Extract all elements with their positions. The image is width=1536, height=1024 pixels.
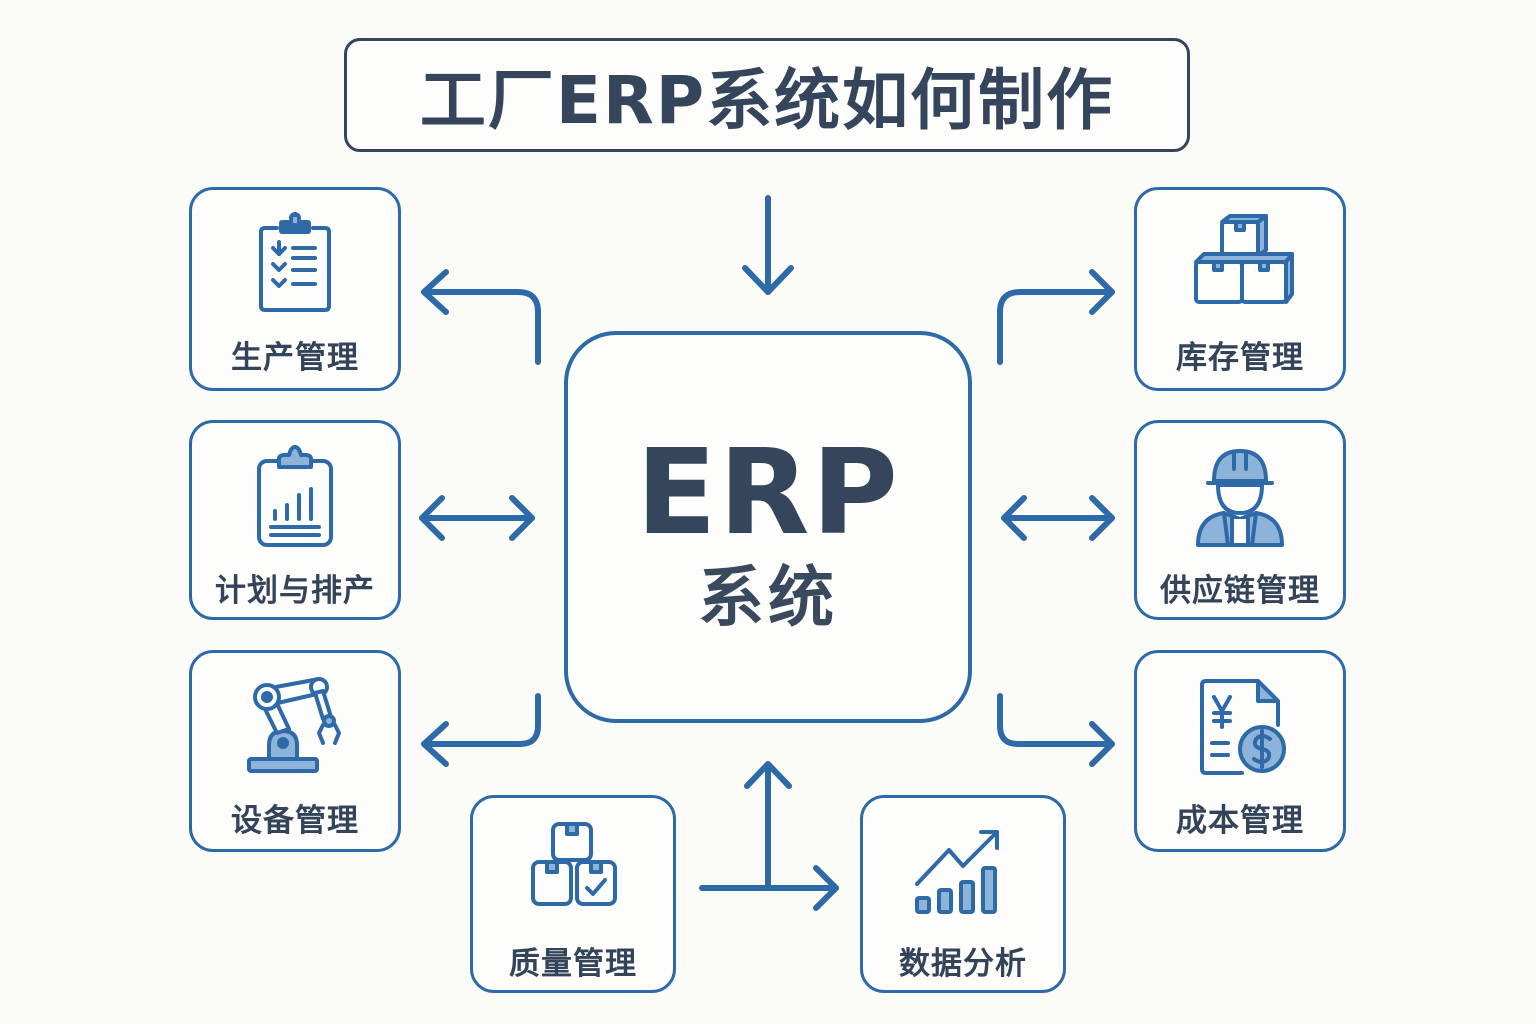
arrow-to-cost (997, 693, 1115, 767)
page-title: 工厂ERP系统如何制作 (419, 62, 1115, 139)
stacked-boxes-icon (1194, 214, 1294, 304)
arrow-to-production (421, 269, 541, 365)
module-label: 成本管理 (1176, 803, 1304, 839)
module-production[interactable]: 生产管理 (189, 187, 401, 391)
worker-hardhat-icon (1196, 449, 1284, 547)
arrow-to-inventory (997, 269, 1115, 365)
invoice-dollar-icon (1200, 679, 1286, 775)
module-inventory[interactable]: 库存管理 (1134, 187, 1346, 391)
arrow-supply-chain-bidirectional (1001, 495, 1115, 541)
module-label: 计划与排产 (215, 573, 375, 609)
erp-label: ERP (636, 423, 900, 561)
arrow-quality-analytics-to-erp (699, 761, 839, 911)
erp-sub-label: 系统 (698, 559, 838, 636)
module-label: 供应链管理 (1160, 573, 1320, 609)
module-planning[interactable]: 计划与排产 (189, 420, 401, 620)
module-quality[interactable]: 质量管理 (470, 795, 676, 993)
module-label: 数据分析 (899, 946, 1027, 982)
module-label: 生产管理 (231, 340, 359, 376)
arrow-planning-bidirectional (419, 495, 535, 541)
module-label: 库存管理 (1176, 340, 1304, 376)
arrow-title-to-erp (742, 195, 794, 295)
arrow-to-equipment (421, 693, 541, 767)
module-label: 设备管理 (231, 803, 359, 839)
module-analytics[interactable]: 数据分析 (860, 795, 1066, 993)
module-supply-chain[interactable]: 供应链管理 (1134, 420, 1346, 620)
module-label: 质量管理 (509, 946, 637, 982)
module-equipment[interactable]: 设备管理 (189, 650, 401, 852)
erp-center-node[interactable]: ERP 系统 (564, 331, 972, 723)
robot-arm-icon (247, 677, 341, 773)
growth-chart-icon (915, 830, 999, 914)
title-box: 工厂ERP系统如何制作 (344, 38, 1190, 152)
module-cost[interactable]: 成本管理 (1134, 650, 1346, 852)
clipboard-chart-icon (257, 445, 333, 547)
clipboard-checklist-icon (259, 212, 331, 312)
boxes-check-icon (531, 822, 617, 906)
